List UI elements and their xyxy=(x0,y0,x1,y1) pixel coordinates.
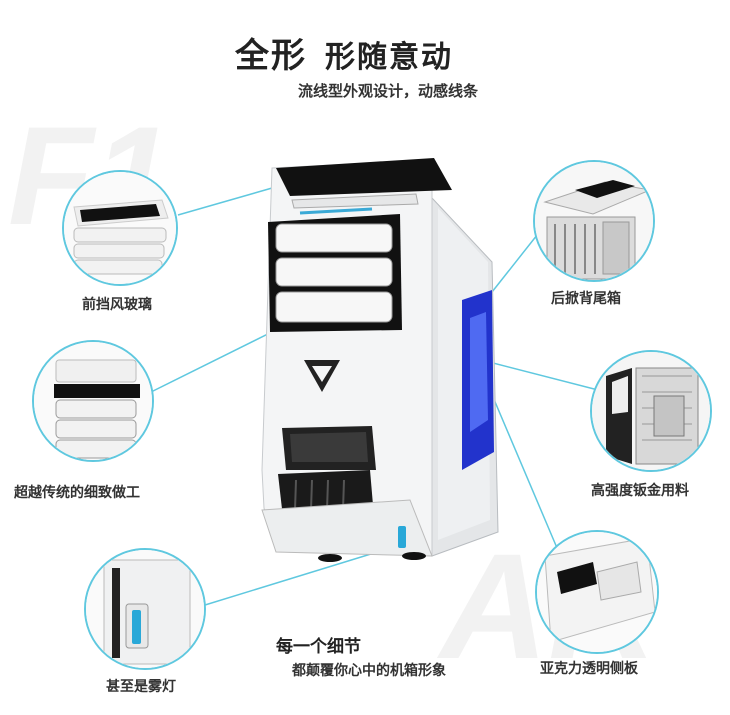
callout-front-glass-label: 前挡风玻璃 xyxy=(82,297,152,313)
callout-fog-light-label: 甚至是雾灯 xyxy=(106,679,176,695)
callout-fog-light-circle xyxy=(84,548,206,670)
top-vent-strip xyxy=(291,193,419,209)
fog-light-closeup-icon xyxy=(86,550,204,668)
callout-acrylic-circle xyxy=(535,530,659,654)
fog-light xyxy=(398,526,406,548)
headline-title-part2: 形随意动 xyxy=(325,40,453,75)
callout-front-glass-circle xyxy=(62,170,178,286)
side-window-glow xyxy=(470,312,488,432)
top-black-band xyxy=(276,158,452,196)
steel-frame-closeup-icon xyxy=(592,352,710,470)
front-panel-closeup-icon xyxy=(64,172,176,284)
callout-steel-circle xyxy=(590,350,712,472)
detail-subtitle: 都颠覆你心中的机箱形象 xyxy=(292,663,446,679)
callout-craft-circle xyxy=(32,340,154,462)
drive-bay-3 xyxy=(275,291,393,323)
callout-rear-tray-label: 后掀背尾箱 xyxy=(551,291,621,307)
bay-covers-closeup-icon xyxy=(34,342,152,460)
acrylic-side-panel-closeup-icon xyxy=(537,532,657,652)
headline-title-part1: 全形 xyxy=(235,36,307,76)
lower-intake-mesh xyxy=(290,432,368,462)
headline-title: 全形形随意动 xyxy=(235,28,453,77)
rear-tray-closeup-icon xyxy=(535,162,653,280)
headline-subtitle: 流线型外观设计，动感线条 xyxy=(298,82,479,100)
detail-title: 每一个细节 xyxy=(276,637,361,657)
callout-steel-label: 高强度钣金用料 xyxy=(591,483,689,499)
top-blue-accent xyxy=(299,207,373,215)
leader-fog-light xyxy=(204,544,401,606)
drive-bay-2 xyxy=(275,257,393,287)
callout-acrylic-label: 亚克力透明侧板 xyxy=(540,661,638,677)
callout-rear-tray-circle xyxy=(533,160,655,282)
leader-acrylic xyxy=(489,389,561,556)
drive-bay-1 xyxy=(275,223,393,253)
case-base xyxy=(261,499,433,557)
callout-craft-label: 超越传统的细致做工 xyxy=(14,485,140,501)
